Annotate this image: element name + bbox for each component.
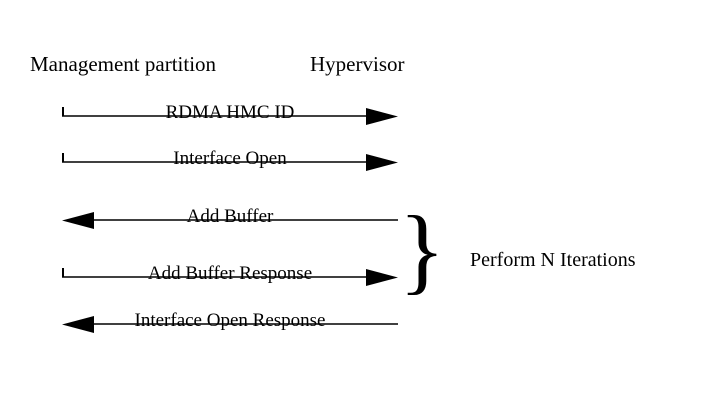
participant-label-management-partition: Management partition: [30, 52, 217, 76]
message-label-interface-open-response: Interface Open Response: [134, 310, 326, 331]
message-label-add-buffer-response: Add Buffer Response: [147, 263, 313, 284]
message-arrow-left-icon: [62, 316, 398, 333]
message-arrow-right-icon: [62, 107, 398, 125]
message-row-interface-open-response: Interface Open Response: [62, 286, 398, 333]
message-label-rdma-hmc-id: RDMA HMC ID: [165, 102, 295, 123]
message-label-interface-open: Interface Open: [173, 148, 287, 169]
iteration-brace-icon: }: [399, 196, 446, 303]
participant-label-hypervisor: Hypervisor: [310, 52, 405, 76]
message-arrow-right-icon: [62, 153, 398, 171]
message-row-add-buffer: Add Buffer: [62, 182, 398, 229]
message-row-interface-open: Interface Open: [62, 124, 398, 171]
iteration-annotation-label: Perform N Iterations: [470, 249, 636, 271]
message-arrow-left-icon: [62, 212, 398, 229]
message-label-add-buffer: Add Buffer: [186, 206, 274, 227]
message-row-rdma-hmc-id: RDMA HMC ID: [62, 78, 398, 125]
message-row-add-buffer-response: Add Buffer Response: [62, 239, 398, 286]
message-arrow-right-icon: [62, 268, 398, 286]
